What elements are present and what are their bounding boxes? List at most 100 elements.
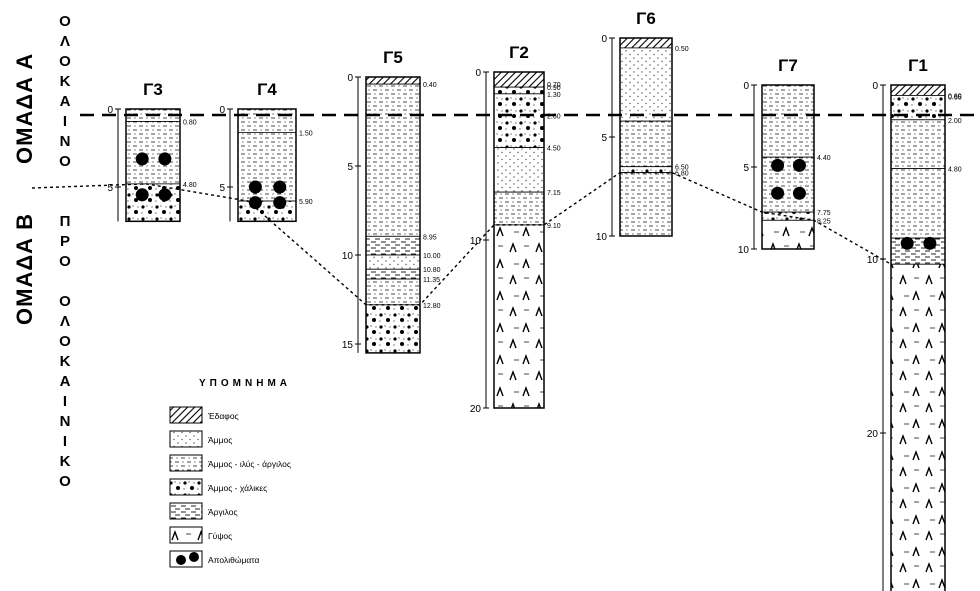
depth-label: 0.50 bbox=[675, 46, 689, 53]
fossil-mark bbox=[158, 152, 171, 165]
layer-argilos bbox=[366, 236, 420, 255]
fossil-mark bbox=[136, 152, 149, 165]
legend-label: Άμμος bbox=[208, 435, 232, 445]
layer-ammos-ilys-argilos bbox=[126, 121, 180, 183]
depth-label: 4.80 bbox=[183, 182, 197, 189]
fossil-swatch-dot bbox=[176, 555, 186, 565]
legend-item: Άργιλος bbox=[170, 503, 238, 519]
borehole-Γ4: Γ4051.505.90 bbox=[219, 80, 312, 221]
layer-ammos-ilys-argilos bbox=[762, 157, 814, 212]
layer-ammos-ilys-argilos bbox=[238, 109, 296, 132]
legend-title: ΥΠΟΜΝΗΜΑ bbox=[199, 378, 291, 389]
depth-tick-label: 0 bbox=[475, 68, 481, 79]
depth-label: 7.15 bbox=[547, 190, 561, 197]
depth-label: 6.80 bbox=[675, 171, 689, 178]
layer-gypsos bbox=[494, 225, 544, 408]
layer-ammos-ilys-argilos bbox=[620, 173, 672, 236]
depth-tick-label: 0 bbox=[601, 34, 607, 45]
layer-gypsos bbox=[891, 264, 945, 591]
layer-ammos-ilys-argilos bbox=[366, 84, 420, 236]
borehole-title: Γ3 bbox=[143, 80, 163, 99]
fossil-mark bbox=[793, 187, 806, 200]
depth-label: 4.40 bbox=[817, 155, 831, 162]
layer-ammos-chalikes bbox=[762, 212, 814, 220]
depth-tick-label: 20 bbox=[470, 404, 482, 415]
borehole-title: Γ5 bbox=[383, 48, 403, 67]
legend-item: Απολιθώματα bbox=[170, 551, 260, 567]
depth-tick-label: 15 bbox=[342, 340, 354, 351]
layer-gypsos bbox=[762, 220, 814, 249]
depth-tick-label: 10 bbox=[738, 245, 750, 256]
borehole-Γ1: Γ101020300.600.652.004.80 bbox=[867, 56, 962, 591]
depth-label: 1.30 bbox=[547, 92, 561, 99]
depth-label: 4.80 bbox=[948, 167, 962, 174]
legend-label: Έδαφος bbox=[207, 411, 239, 421]
borehole-title: Γ4 bbox=[257, 80, 277, 99]
depth-label: 9.10 bbox=[547, 223, 561, 230]
fossil-mark bbox=[136, 188, 149, 201]
fossil-mark bbox=[793, 159, 806, 172]
depth-label: 10.80 bbox=[423, 267, 441, 274]
legend-swatch bbox=[170, 431, 202, 447]
layer-ammos-ilys-argilos bbox=[494, 192, 544, 225]
depth-label: 7.75 bbox=[817, 210, 831, 217]
legend-item: Άμμος bbox=[170, 431, 232, 447]
depth-tick-label: 5 bbox=[347, 162, 353, 173]
layer-ammos-chalikes bbox=[620, 167, 672, 173]
layer-edafos bbox=[494, 72, 544, 87]
depth-tick-label: 20 bbox=[867, 429, 879, 440]
layer-ammos bbox=[620, 48, 672, 121]
layer-ammos-ilys-argilos bbox=[891, 120, 945, 169]
depth-tick-label: 5 bbox=[743, 163, 749, 174]
layer-ammos-ilys-argilos bbox=[891, 169, 945, 239]
fossil-mark bbox=[273, 181, 286, 194]
fossil-mark bbox=[901, 237, 914, 250]
depth-label: 0.40 bbox=[423, 82, 437, 89]
depth-tick-label: 5 bbox=[601, 133, 607, 144]
legend-swatch bbox=[170, 527, 202, 543]
fossil-mark bbox=[923, 237, 936, 250]
depth-label: 2.00 bbox=[948, 118, 962, 125]
borehole-title: Γ7 bbox=[778, 56, 798, 75]
layer-ammos-chalikes bbox=[238, 201, 296, 221]
borehole-title: Γ1 bbox=[908, 56, 928, 75]
fossil-swatch-dot bbox=[189, 552, 199, 562]
legend-label: Άργιλος bbox=[208, 507, 238, 517]
layer-ammos-chalikes bbox=[366, 305, 420, 353]
depth-label: 5.90 bbox=[299, 199, 313, 206]
layer-ammos-chalikes bbox=[494, 87, 544, 94]
layer-argilos bbox=[366, 269, 420, 279]
legend-item: Άμμος - ιλύς - άργιλος bbox=[170, 455, 291, 471]
depth-tick-label: 10 bbox=[342, 251, 354, 262]
legend-swatch bbox=[170, 407, 202, 423]
depth-label: 12.80 bbox=[423, 303, 441, 310]
legend-item: Γύψος bbox=[170, 527, 232, 543]
layer-ammos-chalikes bbox=[126, 184, 180, 221]
depth-label: 8.95 bbox=[423, 234, 437, 241]
depth-label: 11.35 bbox=[423, 277, 440, 284]
depth-tick-label: 0 bbox=[743, 81, 749, 92]
layer-edafos bbox=[366, 77, 420, 84]
fossil-mark bbox=[273, 196, 286, 209]
layer-ammos-ilys-argilos bbox=[620, 121, 672, 167]
legend-label: Άμμος - χάλικες bbox=[208, 483, 267, 493]
depth-label: 0.65 bbox=[948, 94, 962, 101]
legend-label: Απολιθώματα bbox=[208, 555, 260, 565]
legend-item: Άμμος - χάλικες bbox=[170, 479, 267, 495]
fossil-mark bbox=[249, 181, 262, 194]
layer-ammos bbox=[366, 255, 420, 269]
depth-tick-label: 0 bbox=[872, 81, 878, 92]
fossil-mark bbox=[771, 159, 784, 172]
borehole-title: Γ2 bbox=[509, 43, 529, 62]
legend-swatch bbox=[170, 503, 202, 519]
layer-ammos-ilys-argilos bbox=[762, 85, 814, 157]
fossil-mark bbox=[158, 188, 171, 201]
depth-label: 10.00 bbox=[423, 253, 441, 260]
depth-label: 0.80 bbox=[183, 119, 197, 126]
layer-ammos-ilys-argilos bbox=[238, 132, 296, 201]
depth-tick-label: 10 bbox=[596, 232, 608, 243]
